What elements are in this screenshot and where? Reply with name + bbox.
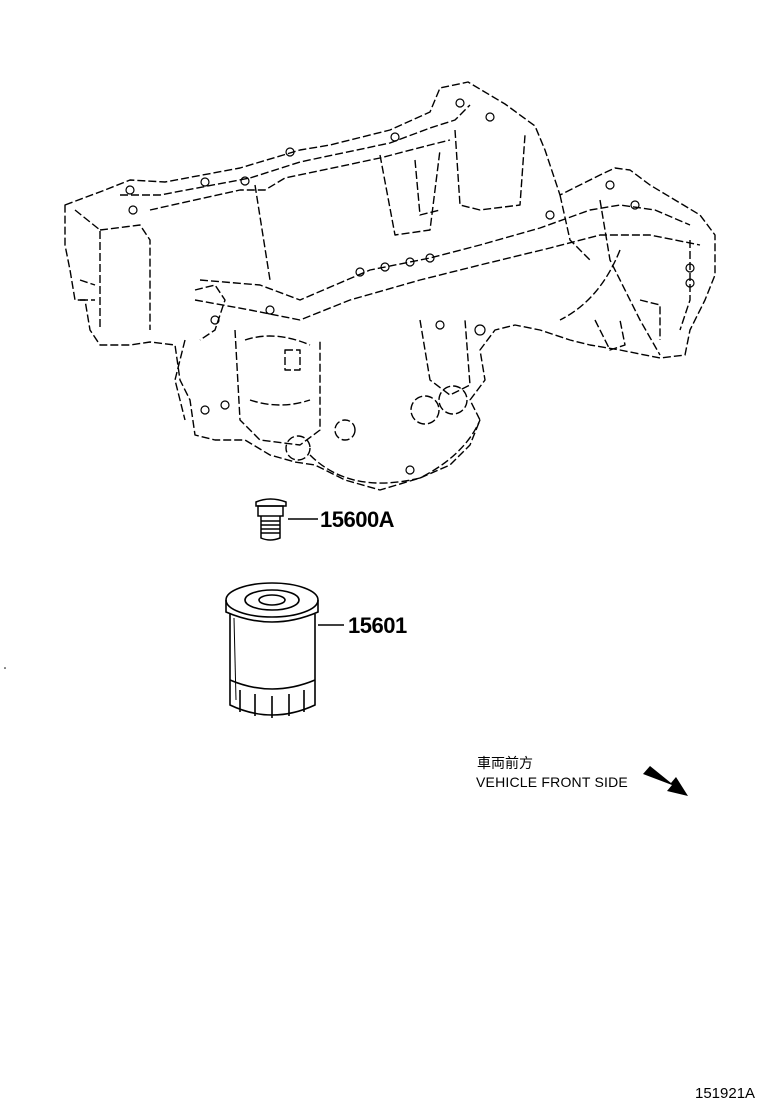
part-number-label-drain-plug[interactable]: 15600A <box>320 507 395 532</box>
part-number-label-oil-filter[interactable]: 15601 <box>348 613 407 638</box>
oil-pan-bolt-holes <box>125 98 695 475</box>
diagram-reference-code: 151921A <box>695 1085 756 1102</box>
vehicle-front-label-japanese: 車両前方 <box>477 756 533 772</box>
drain-plug-drawing <box>255 498 287 541</box>
oil-pan-drawing <box>64 81 716 491</box>
oil-filter-drawing <box>225 582 319 718</box>
vehicle-front-label: VEHICLE FRONT SIDE <box>476 774 628 790</box>
arrow-down-right-icon <box>643 766 688 796</box>
scan-mark <box>4 667 6 669</box>
